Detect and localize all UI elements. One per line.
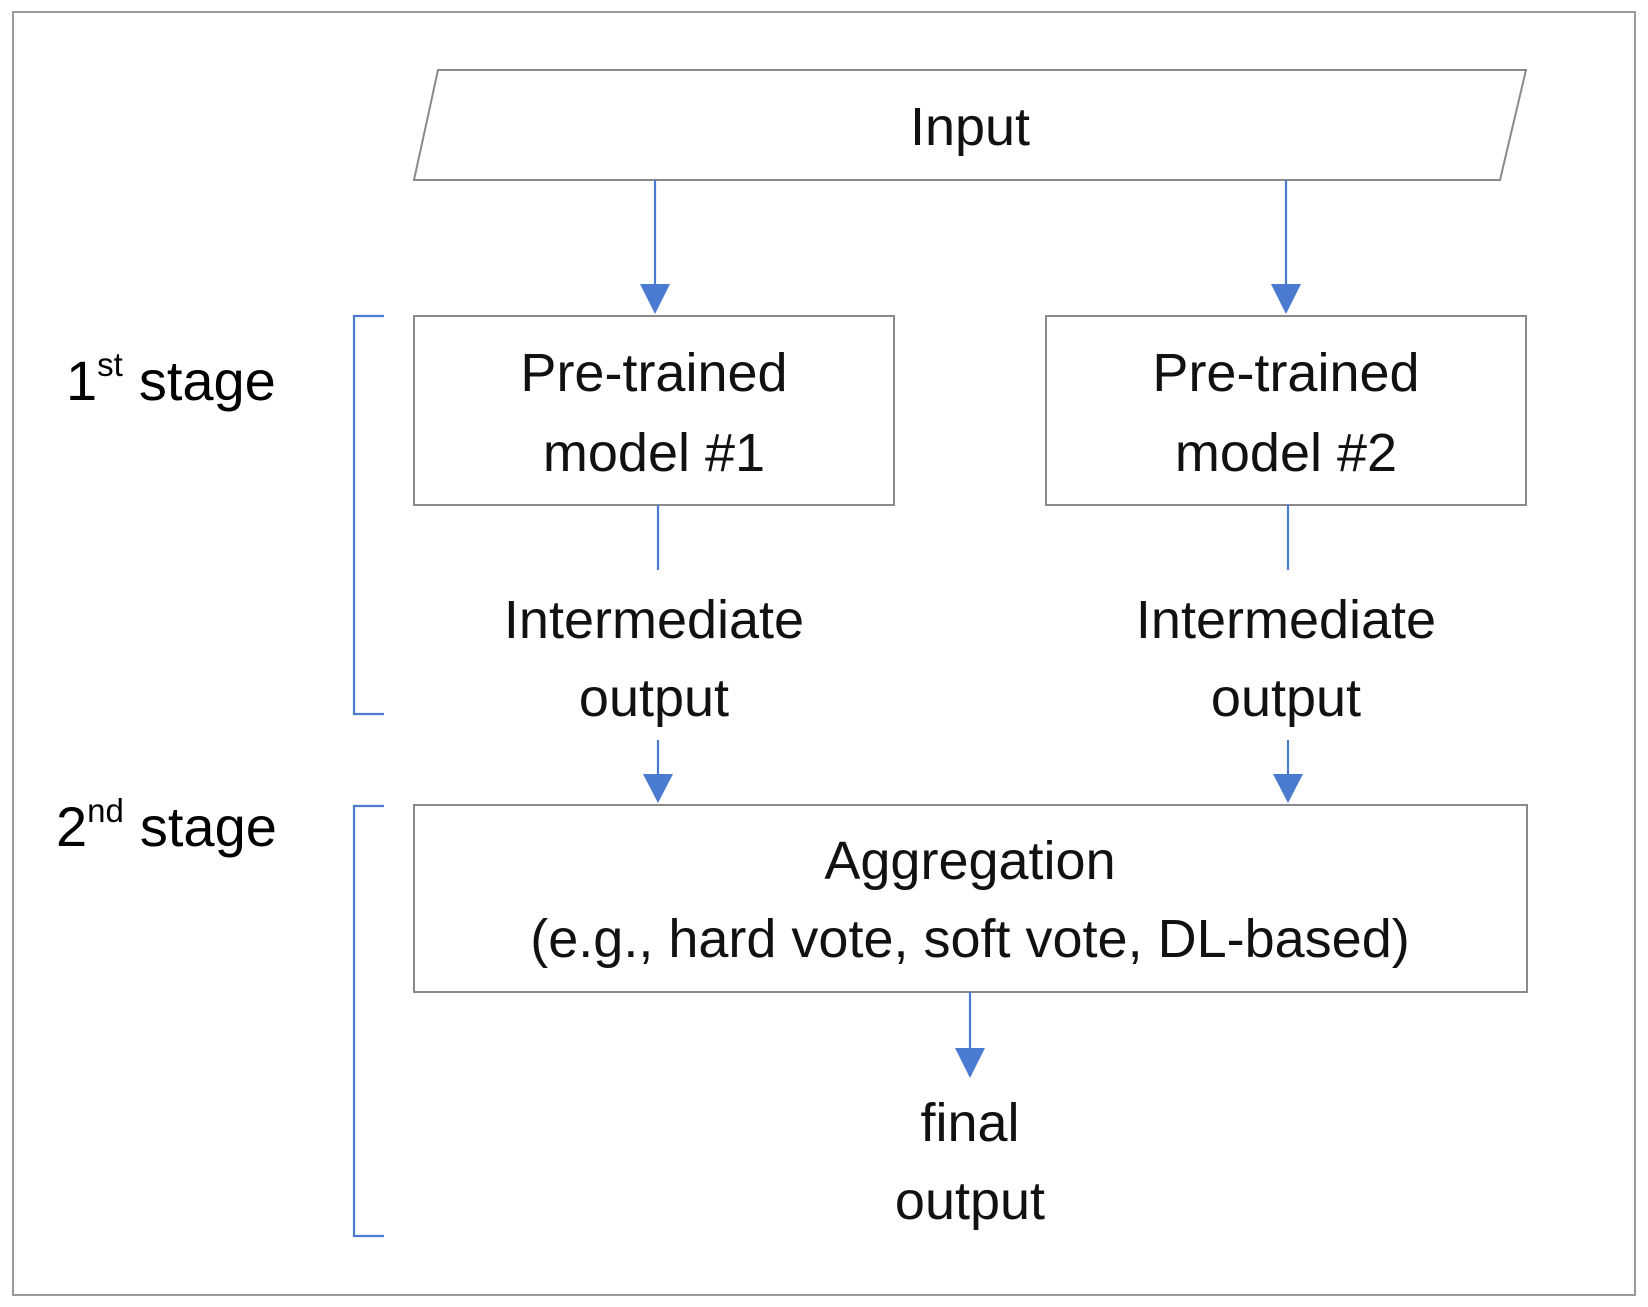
model1-label-line1: Pre-trained: [520, 343, 787, 403]
input-label: Input: [910, 97, 1030, 157]
arrow-intermediate1-aggregation: [643, 774, 673, 803]
stage2-bracket: [352, 804, 384, 1238]
model2-label-line1: Pre-trained: [1152, 343, 1419, 403]
input-node-shape: [412, 69, 1528, 181]
aggregation-label-line2: (e.g., hard vote, soft vote, DL-based): [530, 909, 1409, 969]
arrow-aggregation-final: [955, 1048, 985, 1078]
final-label-line1: final: [920, 1093, 1019, 1153]
model2-node-box: [1045, 315, 1527, 506]
arrow-input-model1: [640, 284, 670, 314]
intermediate1-label-line1: Intermediate: [504, 590, 804, 650]
diagram-frame: [12, 11, 1636, 1296]
model2-label-line2: model #2: [1175, 423, 1397, 483]
arrow-intermediate2-aggregation: [1273, 774, 1303, 803]
model1-node-box: [413, 315, 895, 506]
model1-label-line2: model #1: [543, 423, 765, 483]
stage2-number: 2: [56, 795, 87, 858]
stage1-bracket: [352, 314, 384, 716]
aggregation-node-box: [413, 804, 1528, 993]
stage1-number: 1: [66, 349, 97, 412]
stage1-word: stage: [139, 349, 276, 412]
stage2-suffix: nd: [87, 792, 124, 829]
stage2-word: stage: [140, 795, 277, 858]
stage1-suffix: st: [97, 346, 123, 383]
final-label-line2: output: [895, 1171, 1045, 1231]
aggregation-label-line1: Aggregation: [824, 831, 1115, 891]
arrow-input-model2: [1271, 284, 1301, 314]
intermediate2-label-line2: output: [1211, 668, 1361, 728]
intermediate1-label-line2: output: [579, 668, 729, 728]
intermediate2-label-line1: Intermediate: [1136, 590, 1436, 650]
